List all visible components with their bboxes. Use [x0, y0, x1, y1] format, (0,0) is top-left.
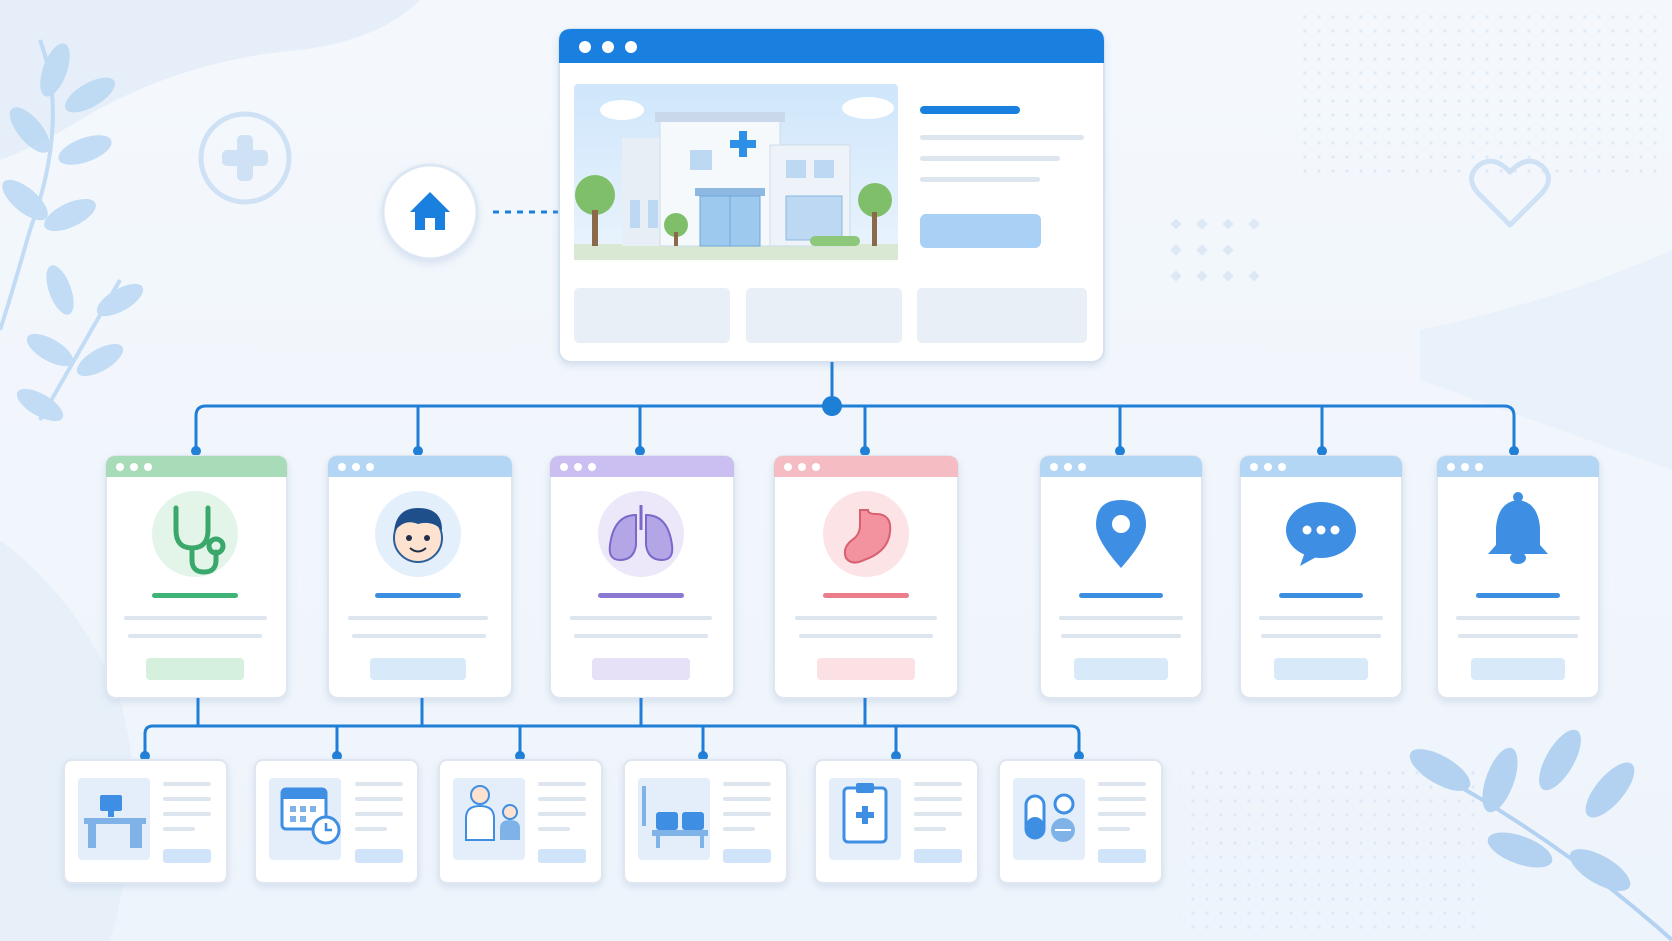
- level-2-connectors: [143, 698, 1081, 756]
- stethoscope-icon: [173, 505, 226, 575]
- reception-desk-icon: [84, 795, 146, 848]
- child-face-icon: [393, 508, 443, 563]
- heart-outline-icon: [1469, 158, 1551, 228]
- service-card-gastro[interactable]: [773, 455, 959, 699]
- subpage-card-consultation[interactable]: [438, 759, 603, 884]
- service-card-pediatrics[interactable]: [327, 455, 513, 699]
- hospital-building-illustration: [574, 84, 898, 260]
- level-1-junctions: [191, 396, 1519, 456]
- level-1-connectors: [194, 362, 1516, 451]
- leaf-branch-icon: [0, 39, 144, 422]
- calendar-clock-icon: [280, 787, 341, 845]
- dot-pattern: [1170, 218, 1260, 282]
- lungs-icon: [608, 505, 674, 562]
- main-page-window[interactable]: [558, 28, 1105, 363]
- bell-icon: [1488, 492, 1548, 564]
- info-card-location[interactable]: [1039, 455, 1203, 699]
- clipboard-cross-icon: [842, 783, 888, 844]
- home-icon: [410, 192, 450, 230]
- level-2-junctions: [140, 751, 1084, 761]
- pills-icon: [1024, 793, 1075, 842]
- info-card-alerts[interactable]: [1436, 455, 1600, 699]
- subpage-card-reception[interactable]: [63, 759, 228, 884]
- waiting-chairs-icon: [642, 786, 708, 848]
- subpage-card-waiting-room[interactable]: [623, 759, 788, 884]
- chat-bubble-icon: [1286, 502, 1356, 566]
- map-pin-icon: [1096, 500, 1146, 568]
- doctor-patient-icon: [465, 785, 520, 841]
- service-card-general[interactable]: [105, 455, 288, 699]
- leaf-branch-icon: [1409, 729, 1672, 941]
- service-card-pulmonology[interactable]: [549, 455, 735, 699]
- plus-badge-icon: [198, 111, 292, 205]
- home-node[interactable]: [381, 163, 479, 261]
- subpage-card-appointments[interactable]: [254, 759, 419, 884]
- subpage-card-pharmacy[interactable]: [998, 759, 1163, 884]
- subpage-card-records[interactable]: [814, 759, 979, 884]
- primary-cta-placeholder[interactable]: [920, 214, 1041, 248]
- stomach-icon: [843, 509, 892, 564]
- info-card-chat[interactable]: [1239, 455, 1403, 699]
